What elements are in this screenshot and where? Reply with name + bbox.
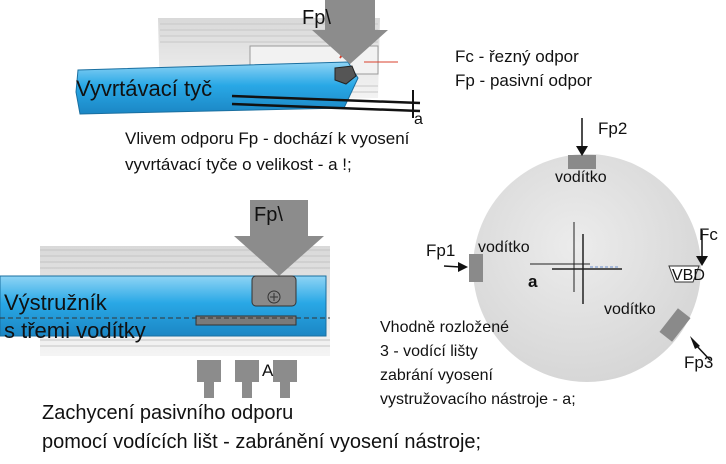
legend-fp: Fp - pasivní odpor <box>455 71 593 90</box>
boring-bar-figure <box>75 0 421 118</box>
reamer-title-line-2: s třemi vodítky <box>4 318 146 343</box>
fp-arrow-top <box>312 0 388 64</box>
guide-top-label: vodítko <box>555 169 607 186</box>
support-arrow-2 <box>235 360 259 398</box>
reamer-cross-section <box>443 118 711 382</box>
fp1-arrow <box>443 265 461 268</box>
desc-line-3: zabrání vyosení <box>380 367 493 384</box>
offset-a-label: a <box>528 272 538 291</box>
boring-bar-title: Vyvrtávací tyč <box>76 76 213 101</box>
label-A: A <box>262 361 274 380</box>
cross-section-circle <box>473 154 701 382</box>
vbd-insert <box>668 265 700 283</box>
desc-line-4: vystružovacího nástroje - a; <box>380 391 576 408</box>
bottom-line-1: Zachycení pasivního odporu <box>42 402 294 424</box>
support-arrow-3 <box>273 360 297 398</box>
axis-line-a <box>231 94 421 105</box>
guide-right <box>659 308 691 342</box>
fp2-label: Fp2 <box>598 119 628 138</box>
reamer-title-line-1: Výstružník <box>4 290 107 315</box>
reamer-figure <box>0 200 330 398</box>
deflection-a-label: a <box>414 111 423 128</box>
axis-line-b <box>231 102 421 113</box>
insert-top <box>334 65 357 85</box>
guide-left <box>469 254 483 282</box>
guide-right-label: vodítko <box>604 301 656 318</box>
fp1-label: Fp1 <box>426 241 456 260</box>
desc-line-1: Vhodně rozložené <box>380 319 509 336</box>
vbd-label: VBD <box>672 267 705 284</box>
note-line-1: Vlivem odporu Fp - dochází k vyosení <box>125 129 410 148</box>
fp3-label: Fp3 <box>684 353 714 372</box>
bottom-line-2: pomocí vodících lišt - zabránění vyosení… <box>42 431 482 453</box>
legend-fc: Fc - řezný odpor <box>455 47 579 66</box>
desc-line-2: 3 - vodící lišty <box>380 343 478 360</box>
guide-strip-side <box>195 315 297 326</box>
guide-top <box>568 155 596 169</box>
fp-label-top: Fp\ <box>302 7 331 29</box>
fp-label-mid: Fp\ <box>254 204 283 226</box>
support-arrow-1 <box>197 360 221 398</box>
guide-left-label: vodítko <box>478 239 530 256</box>
note-line-2: vyvrtávací tyče o velikost - a !; <box>125 155 352 174</box>
fc-label: Fc <box>699 225 718 244</box>
fp-arrow-mid <box>234 200 324 276</box>
